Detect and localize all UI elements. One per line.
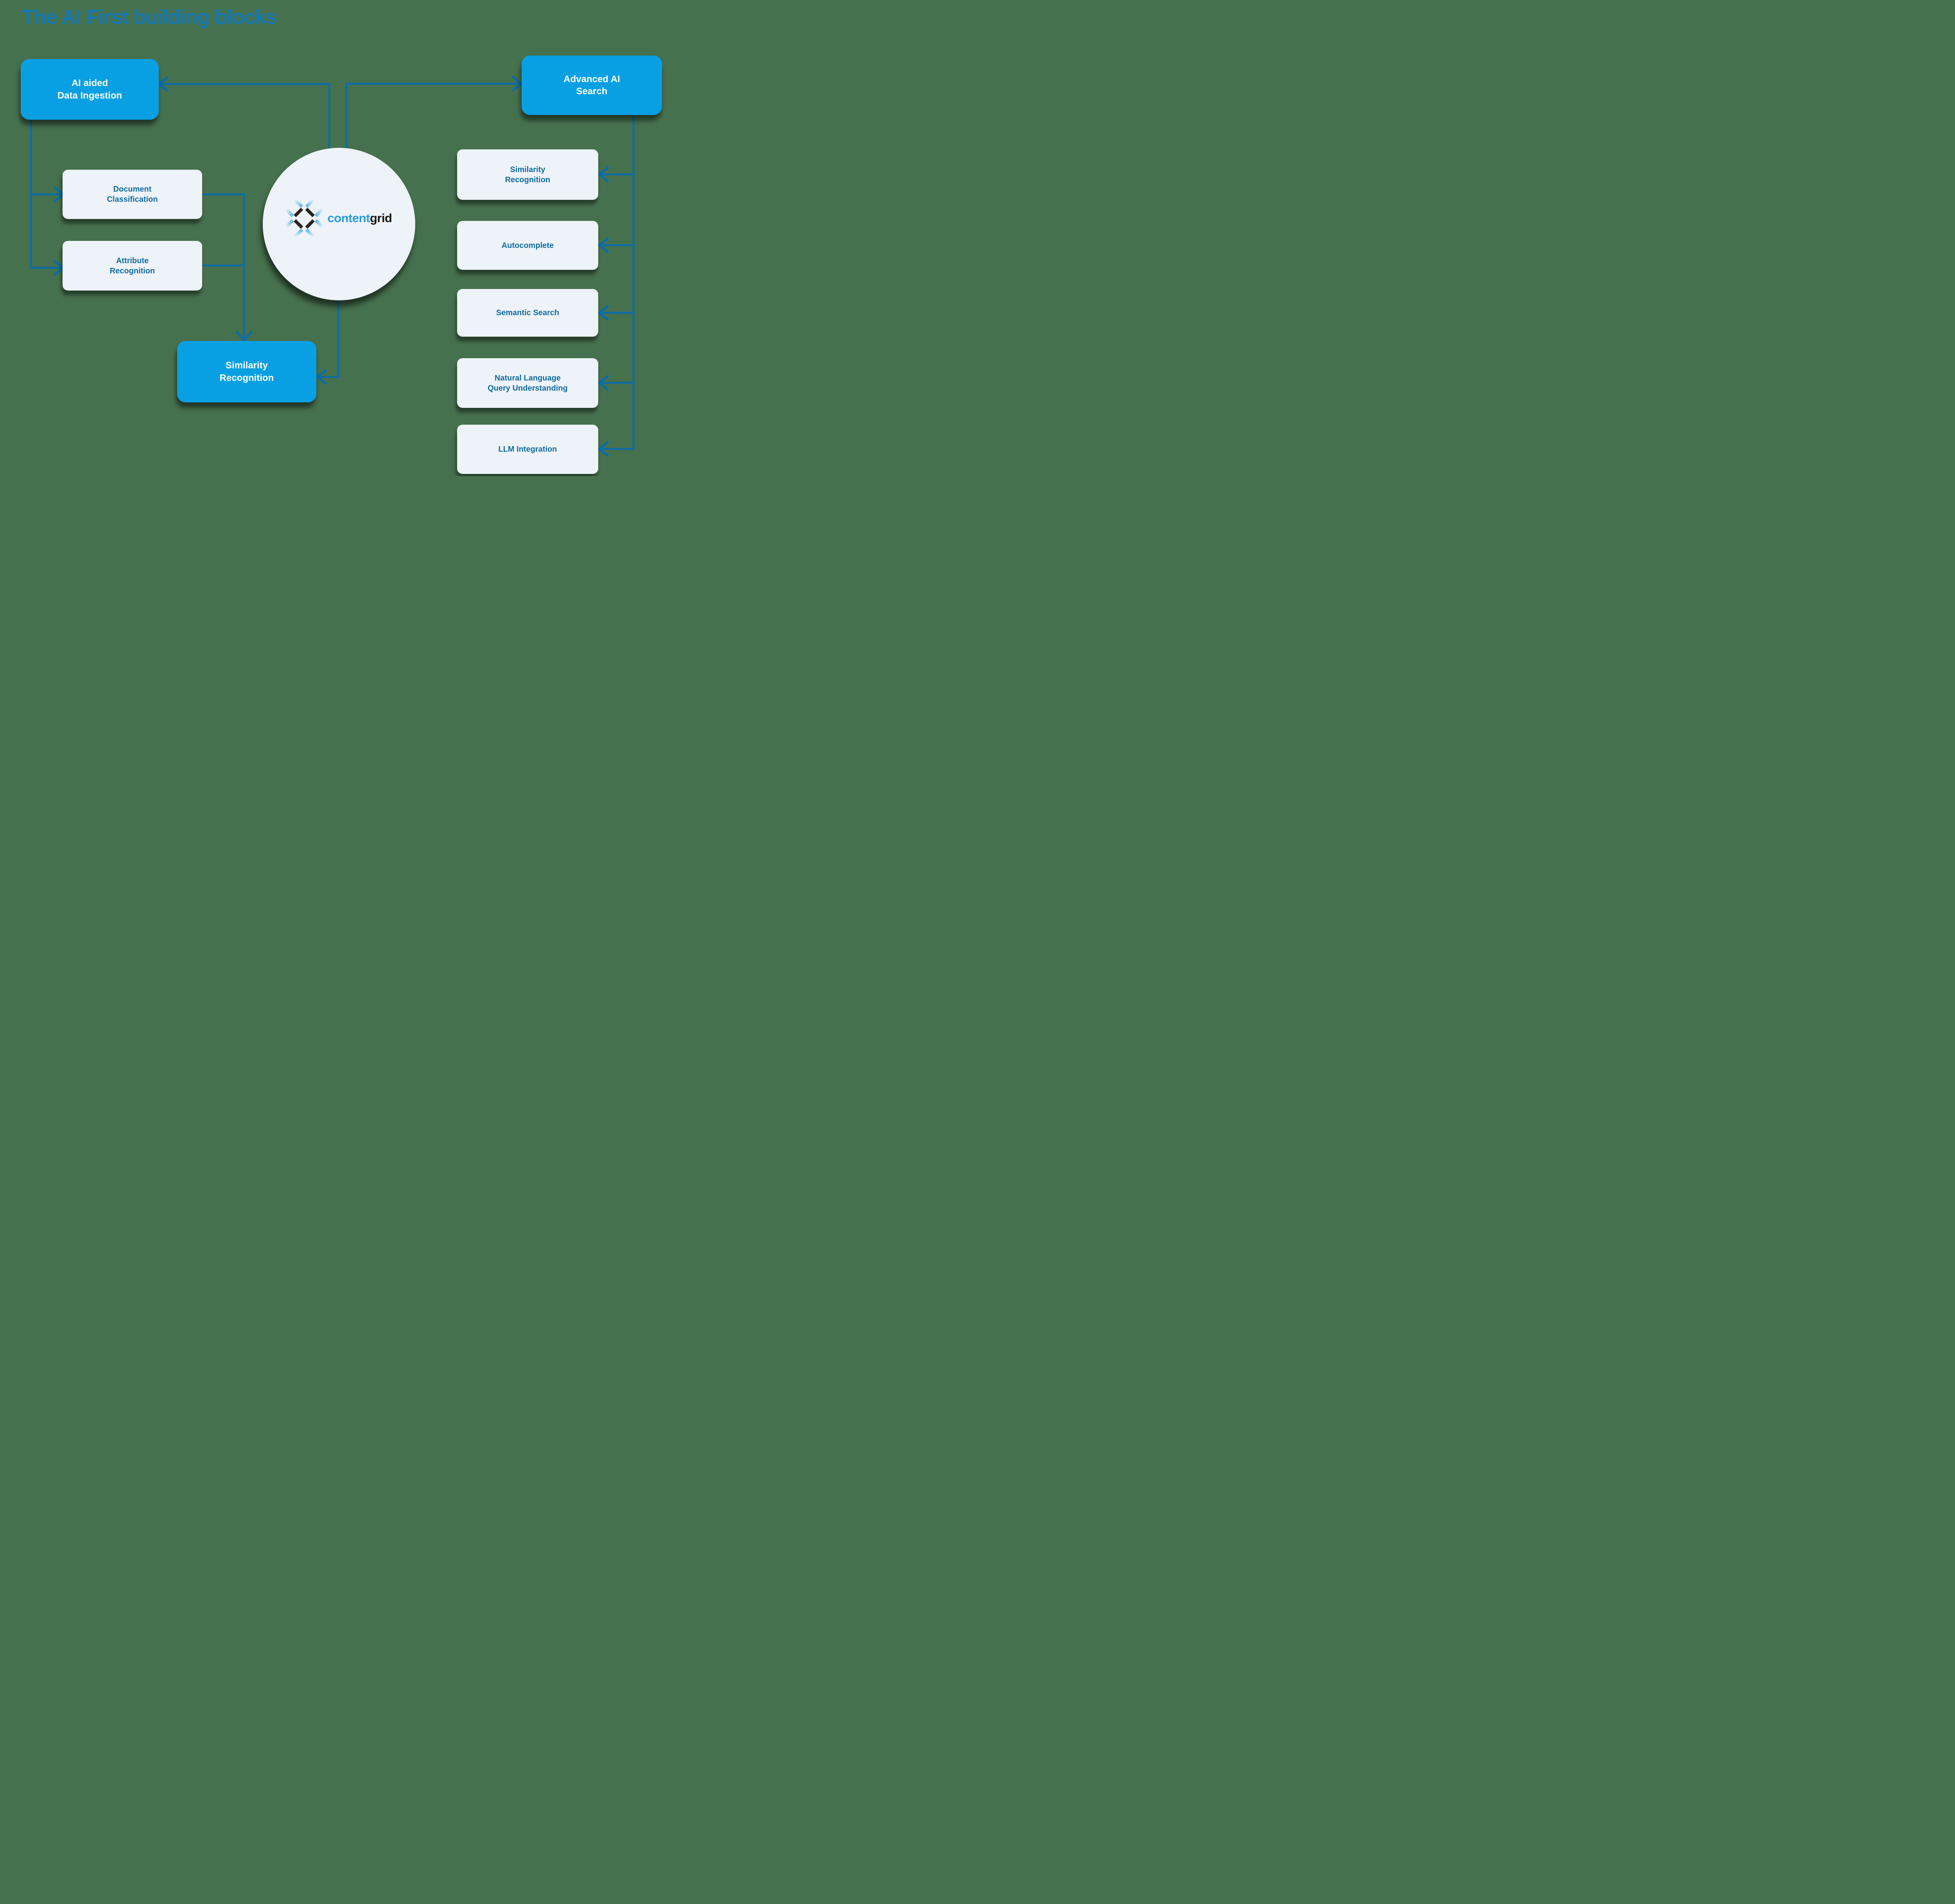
box-label-line: Natural Language: [495, 373, 561, 382]
box-semantic-search: Semantic Search: [457, 289, 598, 337]
box-label-line: Search: [576, 86, 608, 97]
arrow-into-semantic-icon: [598, 305, 609, 321]
box-label-line: Autocomplete: [501, 241, 554, 250]
box-label-line: Query Understanding: [488, 384, 568, 393]
box-label-line: Attribute: [116, 256, 149, 265]
box-attribute-recognition: Attribute Recognition: [63, 241, 202, 291]
box-label-line: AI aided: [71, 78, 108, 89]
box-label-line: LLM Integration: [498, 445, 557, 454]
arrow-into-sim-rec-icon: [598, 167, 609, 182]
box-label-line: Similarity: [225, 360, 268, 371]
arrow-into-llm-icon: [598, 441, 609, 457]
box-label-line: Data Ingestion: [57, 90, 122, 101]
box-similarity-recognition-search: Similarity Recognition: [457, 149, 598, 200]
box-label-line: Similarity: [510, 165, 545, 174]
box-autocomplete: Autocomplete: [457, 221, 598, 270]
line-to-advanced-search: [345, 83, 522, 168]
box-label-line: Classification: [107, 195, 158, 204]
arrow-into-advanced-search-icon: [512, 76, 522, 92]
box-advanced-ai-search: Advanced AI Search: [522, 56, 662, 115]
arrow-into-similarity-right-icon: [316, 369, 327, 385]
connector-lines: [30, 83, 635, 450]
box-natural-language-query-understanding: Natural Language Query Understanding: [457, 358, 598, 408]
arrow-into-nlqu-icon: [598, 375, 609, 391]
box-similarity-recognition: Similarity Recognition: [177, 341, 316, 402]
box-llm-integration: LLM Integration: [457, 425, 598, 474]
contentgrid-wordmark: contentgrid: [328, 211, 392, 225]
arrow-into-similarity-top-icon: [236, 331, 252, 342]
box-label-line: Advanced AI: [563, 74, 620, 84]
line-circle-to-similarity: [319, 289, 339, 378]
box-label-line: Recognition: [505, 175, 551, 184]
line-to-data-ingestion: [159, 83, 330, 168]
box-document-classification: Document Classification: [63, 170, 202, 219]
box-ai-aided-data-ingestion: AI aided Data Ingestion: [21, 59, 159, 120]
line-ingestion-drop: [30, 120, 61, 269]
diagram-canvas: The AI First building blocks: [0, 0, 670, 476]
box-label-line: Recognition: [109, 266, 155, 275]
line-search-trunk: [601, 115, 635, 450]
box-label-line: Recognition: [219, 372, 274, 383]
contentgrid-logo: contentgrid: [286, 200, 392, 236]
contentgrid-logo-icon: [286, 200, 322, 236]
box-label-line: Semantic Search: [496, 309, 560, 317]
line-docclass-to-similarity: [202, 193, 245, 339]
box-label-line: Document: [113, 185, 152, 194]
arrow-into-data-ingestion-icon: [158, 76, 169, 92]
page-title: The AI First building blocks: [22, 6, 277, 29]
wordmark-grid: grid: [369, 211, 392, 225]
arrow-into-autocomplete-icon: [598, 237, 609, 253]
contentgrid-circle: contentgrid: [263, 148, 415, 300]
wordmark-content: content: [327, 211, 370, 225]
connectors: [30, 76, 635, 457]
